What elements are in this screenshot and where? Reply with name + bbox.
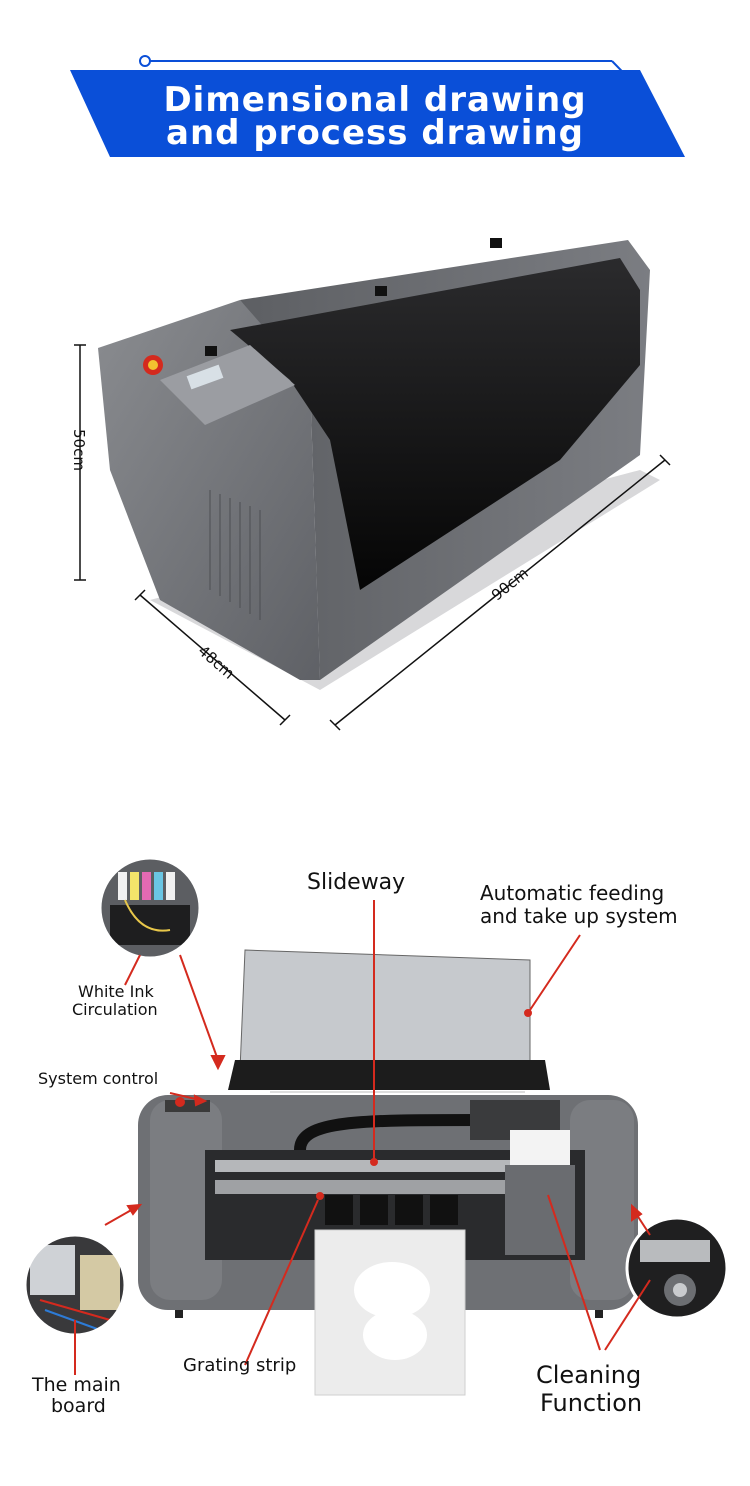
white-ink-circulation-detail xyxy=(98,856,202,960)
dimension-lines xyxy=(74,344,671,731)
main-board-detail xyxy=(23,1233,127,1337)
feeding-system-label-line-1: Automatic feeding xyxy=(480,881,665,905)
page-title-line-2: and process drawing xyxy=(166,113,584,153)
cleaning-function-label-line-2: Function xyxy=(540,1389,643,1417)
main-board-label-line-2: board xyxy=(51,1395,106,1417)
process-drawing xyxy=(23,856,729,1396)
system-control-label: System control xyxy=(38,1069,159,1088)
dimensional-drawing: 50cm 48cm 90cm xyxy=(70,238,671,731)
feeding-system-label-line-2: and take up system xyxy=(480,904,678,928)
main-board-label-line-1: The main xyxy=(32,1374,121,1396)
height-dimension-label: 50cm xyxy=(70,429,88,471)
printer-3d-image xyxy=(98,238,660,690)
grating-strip-label: Grating strip xyxy=(183,1355,297,1376)
cleaning-function-label-line-1: Cleaning xyxy=(536,1361,642,1389)
title-banner xyxy=(70,55,685,157)
page-title-line-1: Dimensional drawing xyxy=(163,80,587,120)
callout-arrows xyxy=(74,900,651,1375)
depth-dimension-label: 48cm xyxy=(195,642,238,683)
white-ink-label-line-1: White Ink xyxy=(78,982,154,1001)
white-ink-label-line-2: Circulation xyxy=(72,1000,158,1019)
cleaning-function-detail xyxy=(625,1216,729,1320)
slideway-label: Slideway xyxy=(307,870,406,895)
printer-front-image xyxy=(138,949,638,1396)
